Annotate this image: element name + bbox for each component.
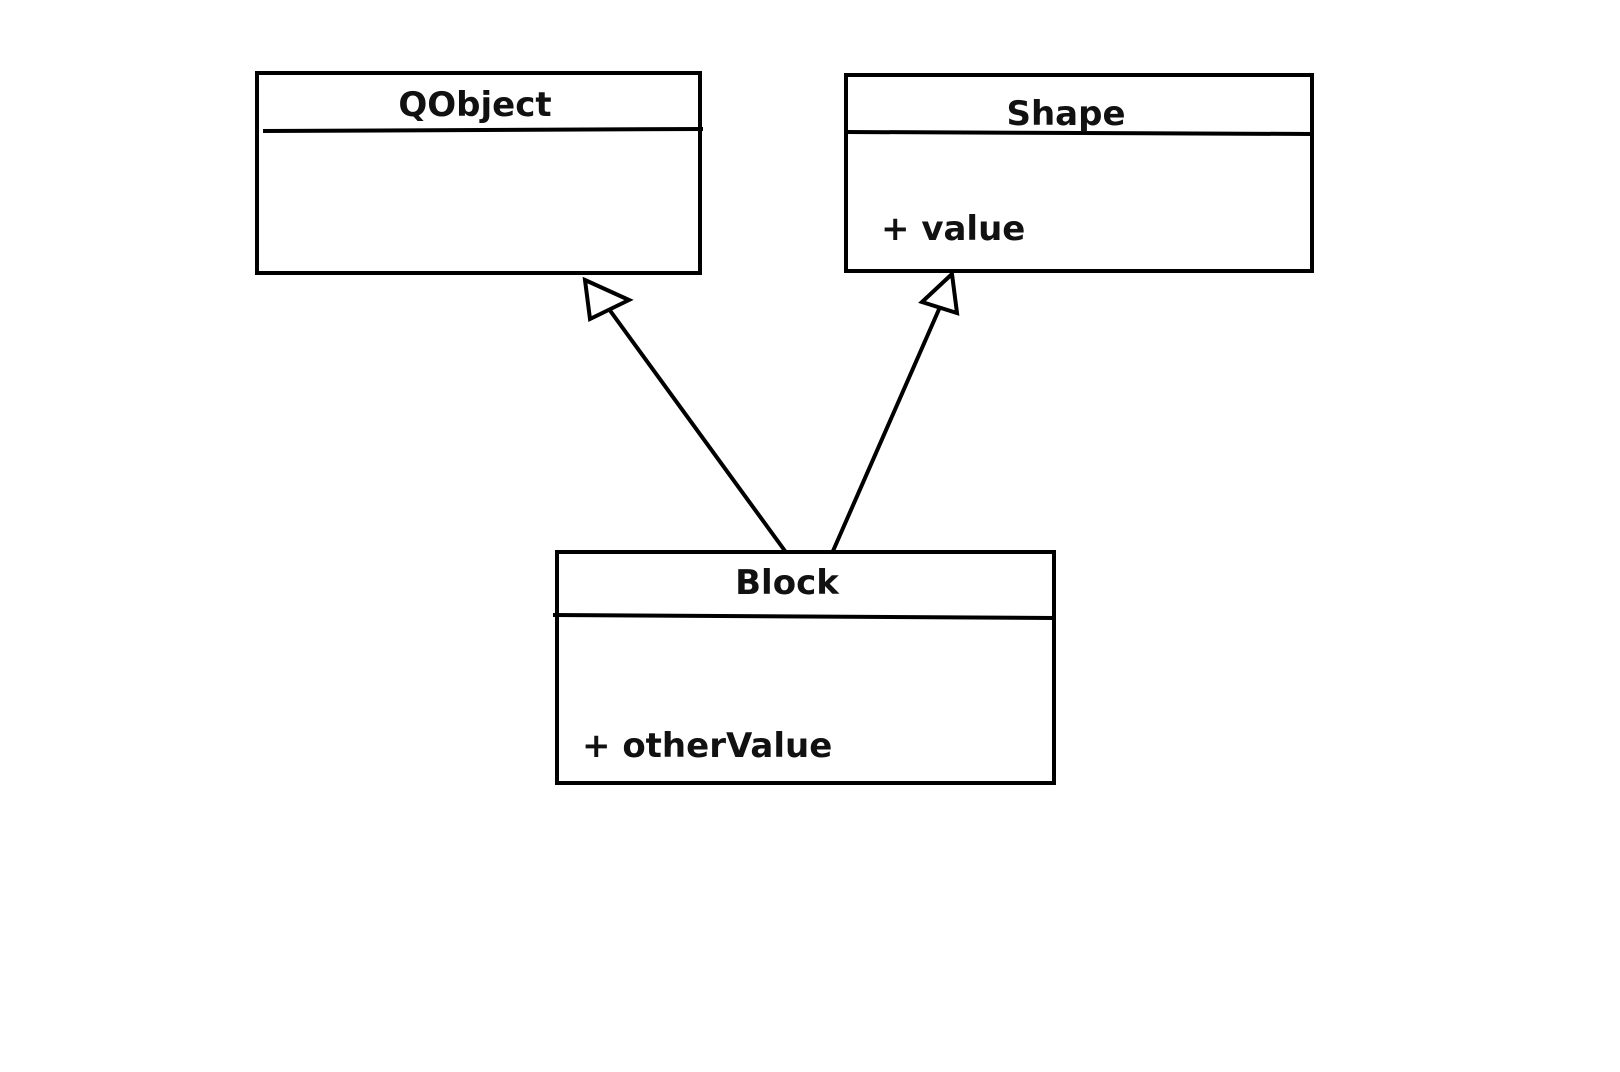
edge-line-block-qobject <box>604 303 787 553</box>
inheritance-edge-block-shape <box>831 269 960 553</box>
class-block-attribute: + otherValue <box>582 726 832 766</box>
class-qobject-divider <box>262 127 704 133</box>
class-shape-divider <box>845 130 1315 136</box>
class-qobject[interactable]: QObject <box>255 71 704 275</box>
class-block-divider <box>552 613 1055 620</box>
class-qobject-name: QObject <box>398 85 551 125</box>
class-shape[interactable]: Shape + value <box>844 73 1315 273</box>
class-shape-attribute: + value <box>881 209 1025 249</box>
class-shape-name: Shape <box>1006 94 1125 134</box>
class-shape-box <box>844 73 1314 273</box>
inheritance-arrowhead-shape <box>918 269 960 316</box>
class-block-name: Block <box>735 563 840 603</box>
class-block-box <box>555 550 1056 785</box>
inheritance-edge-block-qobject <box>582 276 787 553</box>
class-qobject-box <box>255 71 702 275</box>
class-block[interactable]: Block + otherValue <box>552 550 1056 785</box>
edge-line-block-shape <box>831 305 942 553</box>
inheritance-arrowhead-qobject <box>582 276 634 323</box>
